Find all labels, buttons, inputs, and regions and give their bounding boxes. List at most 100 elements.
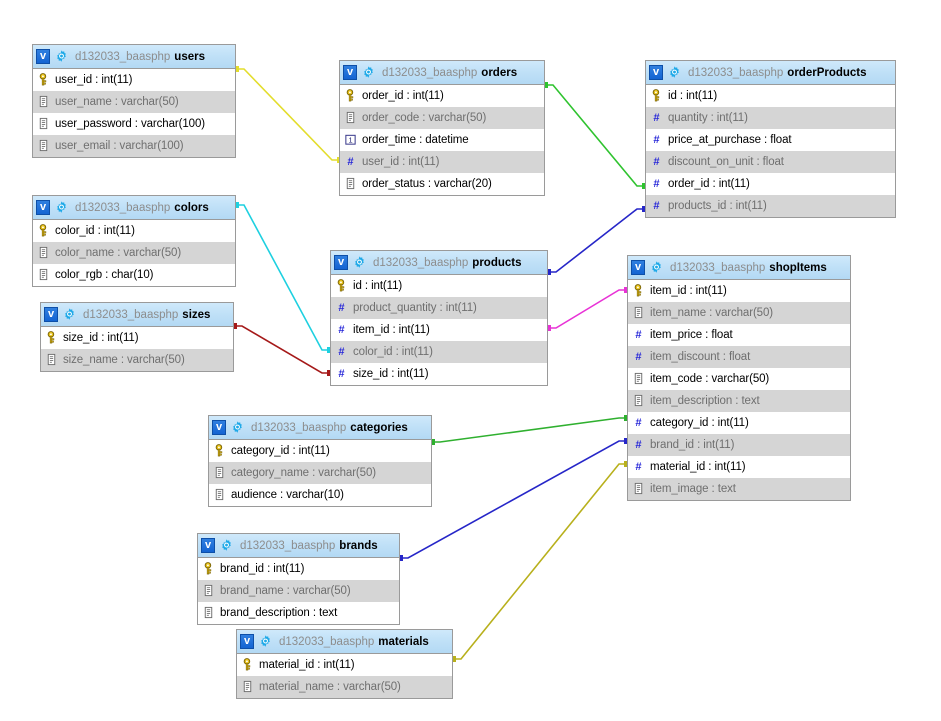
text-field-icon [39,246,48,259]
field-separator: : [289,444,299,457]
field-row-sizes-size_id[interactable]: size_id : int(11) [41,327,233,349]
field-name: size_id [353,367,389,380]
rel-orders-orderproducts [545,84,645,187]
field-row-shopItems-item_discount[interactable]: #item_discount : float [628,346,850,368]
field-row-products-color_id[interactable]: #color_id : int(11) [331,341,547,363]
field-type: datetime [425,133,469,146]
field-row-products-id[interactable]: id : int(11) [331,275,547,297]
schema-label: d132033_baasphp [75,50,171,63]
field-row-products-product_quantity[interactable]: #product_quantity : int(11) [331,297,547,319]
field-type: varchar(20) [434,177,492,190]
field-row-categories-category_name[interactable]: category_name : varchar(50) [209,462,431,484]
field-name: item_code [650,372,703,385]
field-row-shopItems-item_image[interactable]: item_image : text [628,478,850,500]
field-row-users-user_name[interactable]: user_name : varchar(50) [33,91,235,113]
field-row-shopItems-item_price[interactable]: #item_price : float [628,324,850,346]
field-row-shopItems-item_code[interactable]: item_code : varchar(50) [628,368,850,390]
field-row-orderProducts-id[interactable]: id : int(11) [646,85,895,107]
field-name: item_image [650,482,709,495]
field-row-users-user_id[interactable]: user_id : int(11) [33,69,235,91]
field-type: int(11) [401,345,433,358]
text-field-icon [39,117,48,130]
field-type: int(11) [714,460,746,473]
schema-label: d132033_baasphp [670,261,766,274]
field-row-materials-material_id[interactable]: material_id : int(11) [237,654,452,676]
key-icon [39,73,47,86]
field-row-users-user_email[interactable]: user_email : varchar(100) [33,135,235,157]
field-separator: : [436,301,446,314]
table-name-label: shopItems [769,261,827,274]
field-row-users-user_password[interactable]: user_password : varchar(100) [33,113,235,135]
hash-icon: # [653,134,660,146]
field-row-products-item_id[interactable]: #item_id : int(11) [331,319,547,341]
field-row-orderProducts-price_at_purchase[interactable]: #price_at_purchase : float [646,129,895,151]
field-row-orders-order_code[interactable]: order_code : varchar(50) [340,107,544,129]
key-icon [243,658,251,671]
field-separator: : [760,133,771,146]
field-row-colors-color_rgb[interactable]: color_rgb : char(10) [33,264,235,286]
field-type: varchar(50) [711,372,770,385]
field-row-shopItems-material_id[interactable]: #material_id : int(11) [628,456,850,478]
rel-categories-shopitems [432,417,627,443]
field-row-sizes-size_name[interactable]: size_name : varchar(50) [41,349,233,371]
field-type: int(11) [371,279,403,292]
svg-text:#: # [338,302,345,314]
field-row-brands-brand_description[interactable]: brand_description : text [198,602,399,624]
field-row-colors-color_id[interactable]: color_id : int(11) [33,220,235,242]
field-row-shopItems-item_id[interactable]: item_id : int(11) [628,280,850,302]
field-row-shopItems-item_name[interactable]: item_name : varchar(50) [628,302,850,324]
field-row-brands-brand_id[interactable]: brand_id : int(11) [198,558,399,580]
table-name-label: colors [174,201,209,214]
field-separator: : [702,372,712,385]
field-row-categories-audience[interactable]: audience : varchar(10) [209,484,431,506]
field-row-materials-material_name[interactable]: material_name : varchar(50) [237,676,452,698]
field-row-orders-order_id[interactable]: order_id : int(11) [340,85,544,107]
field-row-orders-order_status[interactable]: order_status : varchar(20) [340,173,544,195]
field-row-shopItems-category_id[interactable]: #category_id : int(11) [628,412,850,434]
field-row-orderProducts-discount_on_unit[interactable]: #discount_on_unit : float [646,151,895,173]
schema-label: d132033_baasphp [688,66,784,79]
field-row-shopItems-item_description[interactable]: item_description : text [628,390,850,412]
field-row-orderProducts-order_id[interactable]: #order_id : int(11) [646,173,895,195]
field-row-orderProducts-quantity[interactable]: #quantity : int(11) [646,107,895,129]
text-field-icon [39,268,48,281]
field-row-orderProducts-products_id[interactable]: #products_id : int(11) [646,195,895,217]
table-name-label: orderProducts [787,66,867,79]
field-row-orders-user_id[interactable]: #user_id : int(11) [340,151,544,173]
field-name: price_at_purchase [668,133,761,146]
gear-icon [65,308,74,320]
field-row-brands-brand_name[interactable]: brand_name : varchar(50) [198,580,399,602]
field-name: order_status [362,177,425,190]
field-row-categories-category_id[interactable]: category_id : int(11) [209,440,431,462]
field-type: text [741,394,760,407]
field-row-products-size_id[interactable]: #size_id : int(11) [331,363,547,385]
field-row-shopItems-brand_id[interactable]: #brand_id : int(11) [628,434,850,456]
field-type: int(11) [716,111,748,124]
hash-icon: # [635,417,642,429]
field-separator: : [388,367,398,380]
field-row-colors-color_name[interactable]: color_name : varchar(50) [33,242,235,264]
field-type: int(11) [735,199,767,212]
